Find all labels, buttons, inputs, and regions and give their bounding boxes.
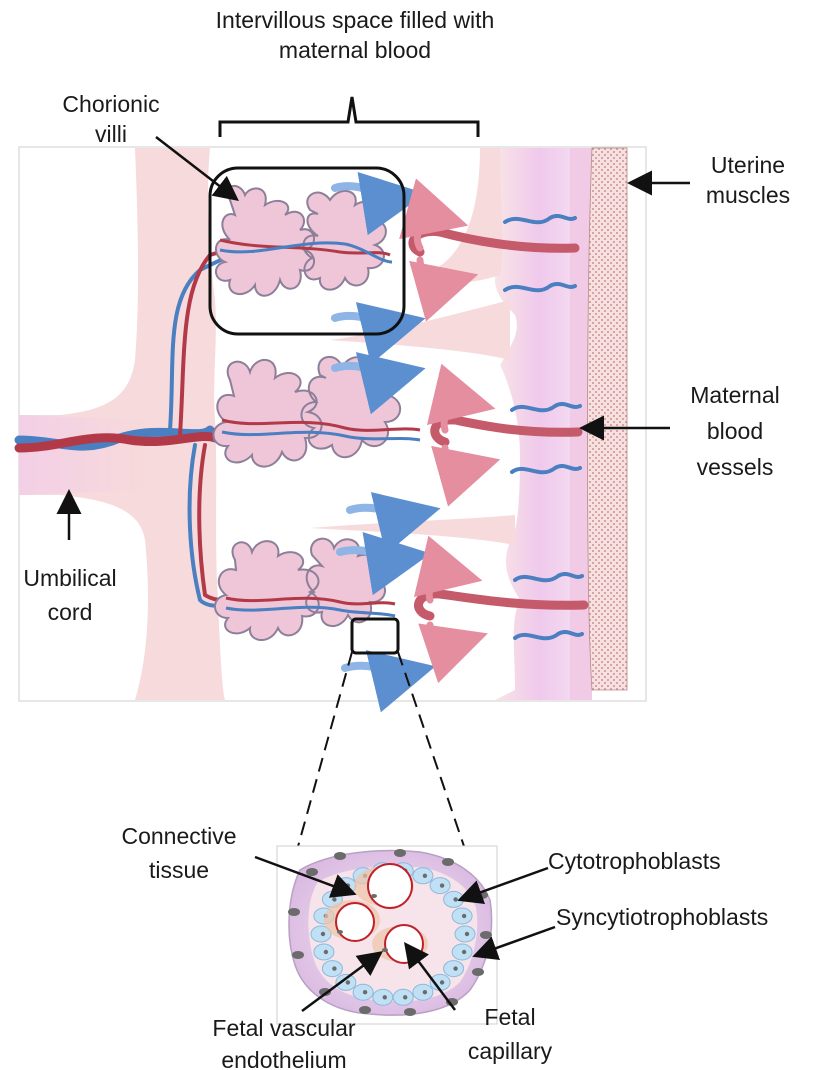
- label-maternal-line1: Maternal: [672, 377, 798, 413]
- umbilical-cord-base: [19, 415, 150, 495]
- cytotrophoblast-nucleus: [465, 932, 469, 936]
- label-capillary-line2: capillary: [448, 1034, 572, 1068]
- label-syncytiotrophoblasts: Syncytiotrophoblasts: [556, 902, 810, 932]
- label-cytotrophoblasts: Cytotrophoblasts: [548, 846, 748, 876]
- label-umbilical-cord: Umbilical cord: [2, 561, 138, 629]
- cytotrophoblast-nucleus: [440, 883, 444, 887]
- cytotrophoblast-nucleus: [453, 966, 457, 970]
- label-intervillous-line1: Intervillous space filled with: [183, 5, 527, 35]
- cytotrophoblast-nucleus: [423, 874, 427, 878]
- uterine-muscle-layer: [588, 148, 628, 690]
- label-endothelium-line2: endothelium: [196, 1044, 372, 1070]
- label-intervillous-space: Intervillous space filled with maternal …: [183, 5, 527, 65]
- cytotrophoblast-nucleus: [324, 950, 328, 954]
- label-fetal-capillary: Fetal capillary: [448, 1000, 572, 1068]
- label-chorionic-line1: Chorionic: [48, 89, 174, 119]
- label-umbilical-line1: Umbilical: [2, 561, 138, 595]
- cytotrophoblast-nucleus: [363, 990, 367, 994]
- cytotrophoblast-nucleus: [462, 914, 466, 918]
- cytotrophoblast-nucleus: [346, 980, 350, 984]
- label-maternal-blood-vessels: Maternal blood vessels: [672, 377, 798, 485]
- label-connective-line2: tissue: [104, 853, 254, 887]
- cytotrophoblast-nucleus: [383, 995, 387, 999]
- cytotrophoblast-nucleus: [346, 883, 350, 887]
- cytotrophoblast-nucleus: [332, 897, 336, 901]
- label-connective-tissue: Connective tissue: [104, 819, 254, 887]
- label-chorionic-line2: villi: [48, 119, 174, 143]
- cytotrophoblast-nucleus: [332, 966, 336, 970]
- label-cytotrophoblasts-text: Cytotrophoblasts: [548, 846, 748, 876]
- label-connective-line1: Connective: [104, 819, 254, 853]
- cytotrophoblast-nucleus: [453, 897, 457, 901]
- label-maternal-line2: blood: [672, 413, 798, 449]
- label-intervillous-line2: maternal blood: [183, 35, 527, 65]
- label-umbilical-line2: cord: [2, 595, 138, 629]
- cytotrophoblast-nucleus: [440, 980, 444, 984]
- cytotrophoblast-nucleus: [403, 995, 407, 999]
- label-maternal-line3: vessels: [672, 449, 798, 485]
- label-uterine-line1: Uterine: [690, 150, 806, 180]
- label-uterine-muscles: Uterine muscles: [690, 150, 806, 210]
- cytotrophoblast-nucleus: [423, 990, 427, 994]
- label-fetal-vascular-endothelium: Fetal vascular endothelium: [196, 1012, 372, 1070]
- label-endothelium-line1: Fetal vascular: [196, 1012, 372, 1044]
- label-capillary-line1: Fetal: [448, 1000, 572, 1034]
- cytotrophoblast-nucleus: [321, 932, 325, 936]
- cytotrophoblast-nucleus: [462, 950, 466, 954]
- intervillous-bracket: [220, 97, 478, 137]
- villus-cross-section: [288, 849, 492, 1016]
- label-chorionic-villi: Chorionic villi: [48, 89, 174, 143]
- label-uterine-line2: muscles: [690, 180, 806, 210]
- label-syncytiotrophoblasts-text: Syncytiotrophoblasts: [556, 902, 810, 932]
